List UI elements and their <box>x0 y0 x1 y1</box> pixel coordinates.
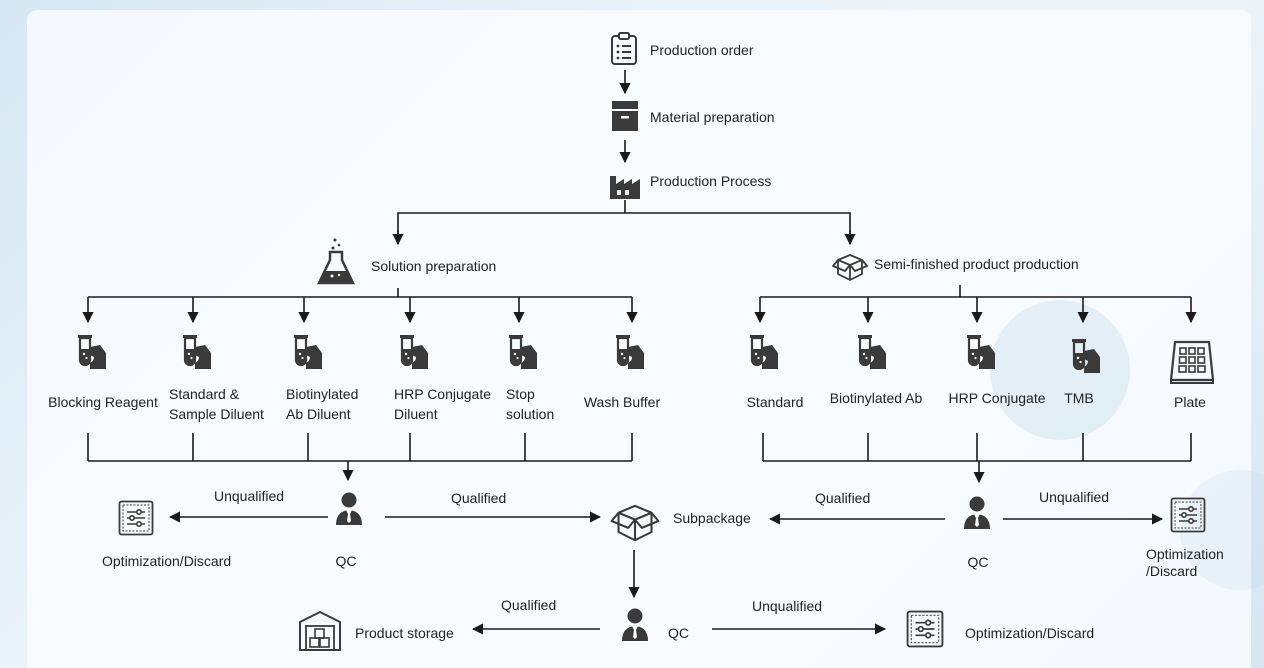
test-tube-hand-icon <box>614 333 646 371</box>
semi-item-label: Standard <box>746 394 804 410</box>
solution-preparation-label: Solution preparation <box>371 258 497 274</box>
subpackage-label: Subpackage <box>673 510 751 526</box>
unqualified-label: Unqualified <box>752 598 823 614</box>
test-tube-hand-icon <box>856 333 888 371</box>
qualified-label: Qualified <box>815 490 871 506</box>
sliders-icon <box>118 500 154 536</box>
inspector-icon <box>620 606 650 642</box>
inspector-icon <box>334 490 364 526</box>
clipboard-icon <box>610 32 638 66</box>
qc-label: QC <box>668 625 689 641</box>
qc-label: QC <box>335 553 357 569</box>
test-tube-hand-icon <box>507 333 539 371</box>
test-tube-hand-icon <box>1070 337 1102 375</box>
unqualified-label: Unqualified <box>214 488 285 504</box>
qualified-label: Qualified <box>451 490 507 506</box>
diagram-panel <box>27 10 1251 668</box>
discard-label: Optimization/Discard <box>965 625 1095 641</box>
test-tube-hand-icon <box>292 333 324 371</box>
open-box-icon <box>610 499 660 543</box>
factory-icon <box>608 170 642 200</box>
semi-item-label: TMB <box>1064 390 1094 406</box>
unqualified-label: Unqualified <box>1039 489 1110 505</box>
test-tube-hand-icon <box>76 333 108 371</box>
solution-item-label: Standard &Sample Diluent <box>169 386 264 422</box>
test-tube-hand-icon <box>398 333 430 371</box>
discard-label: Optimization/Discard <box>1146 546 1224 579</box>
plate-icon <box>1169 340 1215 384</box>
production-order-label: Production order <box>650 42 754 58</box>
solution-item-label: Wash Buffer <box>583 394 661 410</box>
test-tube-hand-icon <box>181 333 213 371</box>
discard-label: Optimization/Discard <box>102 553 232 569</box>
background-decoration <box>990 300 1130 440</box>
semi-finished-label: Semi-finished product production <box>874 256 1079 272</box>
sliders-icon <box>906 610 944 648</box>
test-tube-hand-icon <box>748 333 780 371</box>
production-process-label: Production Process <box>650 173 772 189</box>
solution-item-label: Blocking Reagent <box>48 394 158 410</box>
semi-item-label: Plate <box>1174 394 1206 410</box>
inspector-icon <box>962 494 992 530</box>
flask-icon <box>316 238 356 288</box>
storage-label: Product storage <box>355 625 454 641</box>
material-preparation-label: Material preparation <box>650 109 775 125</box>
qualified-label: Qualified <box>501 597 557 613</box>
box-icon <box>610 99 640 133</box>
semi-item-label: Biotinylated Ab <box>829 390 923 406</box>
qc-label: QC <box>967 554 989 570</box>
test-tube-hand-icon <box>965 333 997 371</box>
open-box-icon <box>832 250 868 282</box>
sliders-icon <box>1170 497 1206 533</box>
warehouse-icon <box>298 610 342 652</box>
semi-item-label: HRP Conjugate <box>948 390 1046 406</box>
